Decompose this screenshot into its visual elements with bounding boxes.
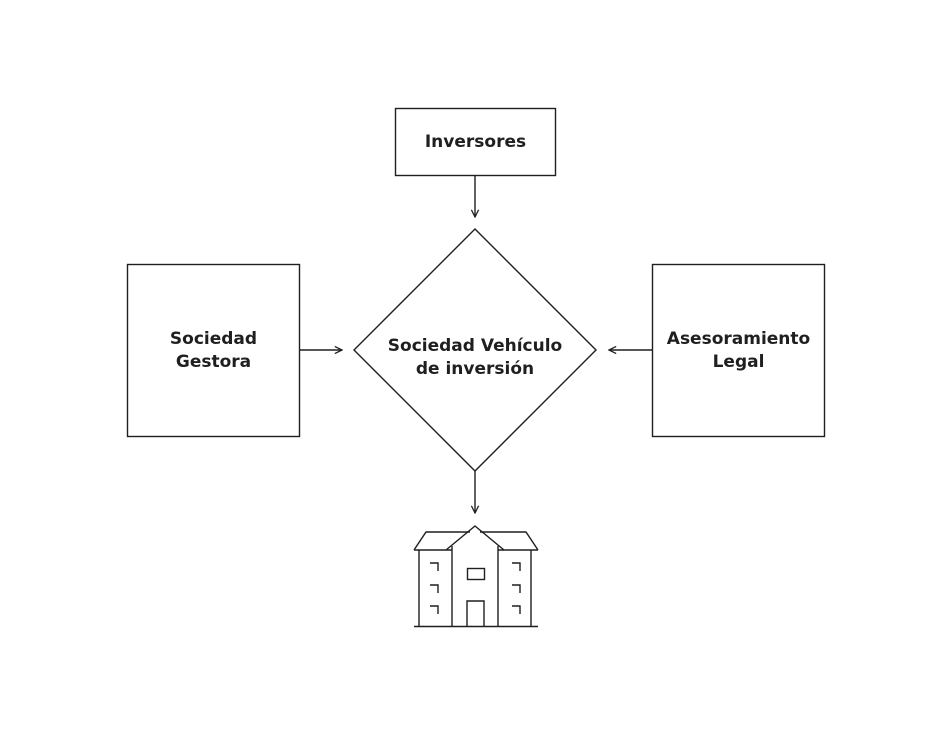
investors-box (394, 107, 557, 177)
vehicle-label: Sociedad Vehículo de inversión (387, 336, 563, 379)
legal-box (651, 263, 826, 438)
manager-box (126, 263, 301, 438)
investors-label: Inversores (424, 131, 527, 152)
apartment-building-icon (413, 525, 539, 628)
legal-label: Asesoramiento Legal (666, 328, 811, 372)
manager-label: Sociedad Gestora (169, 328, 258, 372)
